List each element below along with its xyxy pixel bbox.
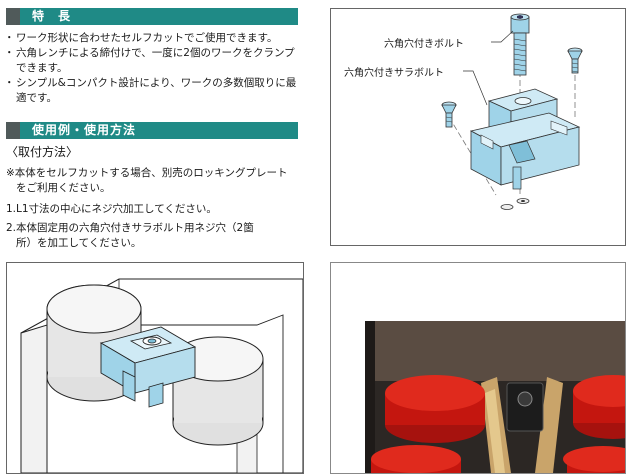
clamp-body — [469, 112, 581, 190]
label-hex-countersunk-bolt: 六角穴付きサラボルト — [343, 64, 445, 79]
red-workpiece — [573, 375, 625, 439]
assembly-diagram: 六角穴付きボルト 六角穴付きサラボルト — [330, 8, 626, 246]
header-marker — [6, 122, 20, 139]
features-header: 特 長 — [6, 8, 298, 25]
countersunk-bolt-right — [567, 47, 583, 74]
features-heading: 特 長 — [32, 9, 72, 23]
red-workpiece — [385, 375, 485, 443]
workpiece-right — [172, 336, 264, 446]
step-2-line-1: 2.本体固定用の六角穴付きサラボルト用ネジ穴（2箇 — [6, 222, 254, 234]
hex-socket-bolt — [510, 13, 530, 76]
product-photo — [330, 262, 626, 474]
photo-rendering — [331, 263, 625, 473]
usage-drawing — [20, 278, 303, 473]
washer — [500, 204, 514, 210]
features-list: ワーク形状に合わせたセルフカットでご使用できます。 六角レンチによる締付けで、一… — [4, 31, 302, 106]
step-2-line-2: 所）を加工してください。 — [16, 237, 142, 249]
red-workpiece — [371, 445, 461, 473]
usage-header: 使用例・使用方法 — [6, 122, 298, 139]
feature-item: シンプル&コンパクト設計により、ワークの多数個取りに最適です。 — [4, 76, 302, 106]
feature-item: ワーク形状に合わせたセルフカットでご使用できます。 — [4, 31, 302, 46]
note-line-1: ※本体をセルフカットする場合、別売のロッキングプレート — [6, 167, 288, 179]
usage-example-drawing — [6, 262, 304, 474]
usage-heading: 使用例・使用方法 — [32, 123, 137, 137]
mounting-subheading: 〈取付方法〉 — [6, 145, 79, 159]
feature-item: 六角レンチによる締付けで、一度に2個のワークをクランプできます。 — [4, 46, 302, 76]
note-line-2: をご利用ください。 — [16, 182, 111, 194]
step-1: 1.L1寸法の中心にネジ穴加工してください。 — [6, 203, 217, 215]
assembly-drawing — [441, 13, 583, 210]
countersunk-bolt-left — [441, 101, 457, 128]
clamp-unit — [99, 326, 197, 408]
header-marker — [6, 8, 20, 25]
label-hex-bolt: 六角穴付きボルト — [383, 35, 465, 50]
red-workpiece — [563, 446, 625, 473]
